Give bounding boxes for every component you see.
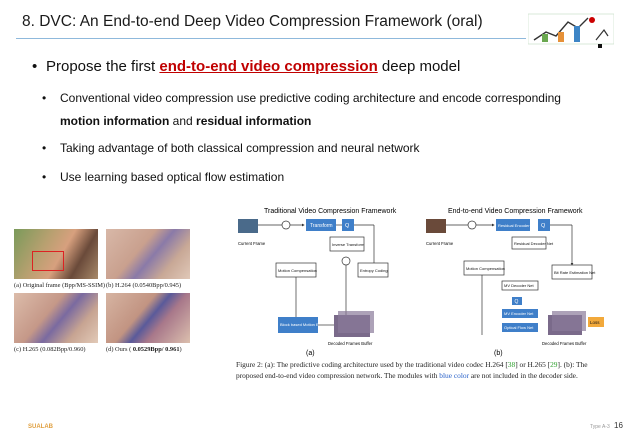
caption-ours-prefix: (d) Ours ( [106, 346, 133, 353]
sub-bullet-text: Taking advantage of both classical compr… [60, 141, 420, 155]
caption-ref-29[interactable]: 29 [550, 360, 558, 369]
mv-decoder-box [501, 280, 539, 291]
q-label-mv: Q [515, 299, 519, 305]
residual-information-text: residual information [196, 114, 312, 128]
caption-part3: ]. (b): The proposed end-to-end video co… [236, 360, 588, 380]
loss-box [588, 317, 604, 327]
h265-frame-image [14, 293, 98, 343]
current-frame-thumb-left [238, 219, 258, 233]
and-text: and [169, 114, 197, 128]
residual-decoder-label: Residual Decoder Net [514, 241, 554, 246]
optical-flow-box [502, 323, 538, 332]
subtract-node-right [467, 220, 477, 230]
q-box-mv [512, 297, 522, 305]
bullet-dot: • [42, 170, 47, 184]
original-frame-image [14, 229, 98, 279]
q-label-right: Q [541, 223, 546, 229]
sub-bullet-conventional-cont: motion information and residual informat… [60, 114, 311, 128]
add-node-left [341, 256, 351, 266]
caption-ours-suffix: ) [179, 346, 182, 353]
block-based-motion-box [278, 317, 318, 333]
q-box-right [538, 219, 550, 231]
current-frame-label-right: Current Frame [426, 241, 454, 246]
decoded-buffer-label-left: Decoded Frames Buffer [328, 341, 373, 346]
motion-compensation-label-left: Motion Compensation [278, 268, 317, 273]
residual-encoder-label: Residual Encoder Net [498, 223, 538, 228]
title-divider [16, 38, 526, 39]
sub-bullet-optical-flow: • Use learning based optical flow estima… [42, 170, 285, 184]
traditional-framework-title: Traditional Video Compression Framework [264, 208, 397, 215]
transform-box [306, 219, 336, 231]
main-bullet-suffix: deep model [377, 58, 461, 75]
caption-part4: are not included in the decoder side. [469, 370, 578, 380]
framework-diagram: Traditional Video Compression Framework … [238, 208, 604, 357]
frame-comparison-figure: (a) Original frame (Bpp/MS-SSIM) (b) H.2… [14, 229, 192, 357]
caption-blue-color: blue color [439, 370, 470, 380]
mv-encoder-label: MV Encoder Net [504, 311, 534, 316]
block-based-motion-label: Block based Motion Estimation [280, 322, 335, 327]
page-number: 16 [614, 421, 623, 430]
transform-label: Transform [310, 223, 333, 229]
optical-flow-label: Optical Flow Net [504, 325, 534, 330]
residual-decoder-box [511, 236, 547, 250]
motion-compensation-box-right [463, 260, 505, 276]
motion-information-text: motion information [60, 114, 170, 128]
diagram-label-b: (b) [494, 350, 503, 357]
caption-h264: (b) H.264 (0.0540Bpp/0.945) [106, 282, 182, 289]
current-frame-thumb-right [426, 219, 446, 233]
sub-bullet-conventional: • Conventional video compression use pre… [42, 91, 561, 105]
entropy-coding-label: Entropy Coding [360, 268, 388, 273]
footer-note: Type A-3 [590, 424, 610, 430]
end-to-end-framework-title: End-to-end Video Compression Framework [448, 208, 583, 215]
caption-ref-38[interactable]: 38 [507, 360, 516, 369]
inverse-transform-box [329, 236, 365, 252]
q-box-left [342, 219, 354, 231]
motion-compensation-label-right: Motion Compensation [466, 266, 505, 271]
q-label-left: Q [345, 223, 350, 229]
sub-bullet-text: Use learning based optical flow estimati… [60, 170, 285, 184]
figure-caption: Figure 2: (a): The predictive coding arc… [236, 360, 616, 381]
caption-part2: ] or H.265 [ [515, 360, 551, 369]
residual-encoder-box [496, 219, 530, 231]
current-frame-label-left: Current Frame [238, 241, 266, 246]
subtract-node-left [281, 220, 291, 230]
sualab-logo-graphic [528, 13, 614, 48]
inverse-transform-label: Inverse Transform [332, 242, 365, 247]
entropy-coding-box [357, 262, 389, 278]
diagram-label-a: (a) [306, 350, 315, 357]
caption-ours-bold: 0.0529Bpp/ 0.961 [132, 346, 180, 353]
footer-brand: SUALAB [28, 424, 53, 430]
sub-bullet-text: Conventional video compression use predi… [60, 91, 561, 105]
caption-part1: Figure 2: (a): The predictive coding arc… [236, 360, 508, 369]
mv-encoder-box [502, 309, 538, 318]
loss-label: Loss [590, 320, 600, 325]
mv-decoder-label: MV Decoder Net [504, 283, 534, 288]
decoded-buffer-label-right: Decoded Frames Buffer [542, 341, 587, 346]
bullet-dot: • [32, 58, 38, 75]
main-bullet-highlight: end-to-end video compression [159, 58, 378, 75]
sub-bullet-advantage: • Taking advantage of both classical com… [42, 141, 420, 155]
bullet-dot: • [42, 141, 47, 155]
main-bullet-prefix: Propose the first [46, 58, 160, 75]
caption-ours: (d) Ours ( 0.0529Bpp/ 0.961) [106, 346, 182, 353]
bit-rate-estimation-box [551, 264, 593, 280]
h264-frame-image [106, 229, 190, 279]
slide-title: 8. DVC: An End-to-end Deep Video Compres… [22, 13, 483, 30]
bullet-dot: • [42, 91, 47, 105]
bit-rate-estimation-label: Bit Rate Estimation Net [554, 270, 596, 275]
ours-frame-image [106, 293, 190, 343]
main-bullet: • Propose the first end-to-end video comp… [32, 58, 460, 75]
caption-h265: (c) H.265 (0.082Bpp/0.960) [14, 346, 86, 353]
caption-original: (a) Original frame (Bpp/MS-SSIM) [14, 282, 106, 289]
